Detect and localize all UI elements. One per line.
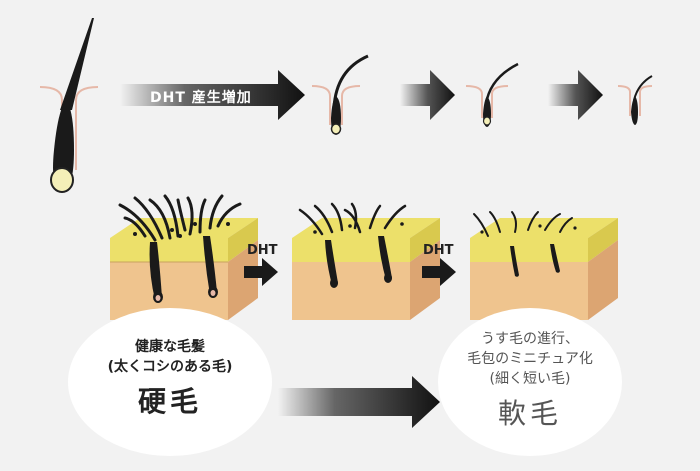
- right-bubble-line2: 毛包のミニチュア化: [467, 351, 593, 367]
- skin-block-thinning: [292, 202, 440, 320]
- top-arrow-2: [400, 70, 455, 120]
- right-bubble-line3: (細く短い毛): [489, 371, 571, 387]
- mid-arrow-2-label: DHT: [423, 243, 454, 258]
- right-bubble: [438, 308, 622, 456]
- follicle-stage-3: [465, 62, 519, 127]
- top-arrow-3: [548, 70, 603, 120]
- bottom-arrow: [278, 376, 440, 428]
- mid-arrow-2: [422, 258, 456, 286]
- left-bubble-title: 硬毛: [137, 385, 202, 418]
- follicle-stage-4: [617, 75, 653, 125]
- right-bubble-line1: うす毛の進行、: [481, 331, 579, 347]
- top-arrow-label: DHT 産生増加: [150, 90, 252, 106]
- left-bubble: [68, 308, 272, 456]
- follicle-stage-2: [311, 54, 369, 135]
- follicle-healthy: [39, 18, 99, 193]
- mid-arrow-1: [244, 258, 278, 286]
- skin-block-miniaturized: [470, 211, 618, 320]
- left-bubble-line2: (太くコシのある毛): [107, 359, 233, 375]
- right-bubble-title: 軟毛: [497, 397, 562, 430]
- top-arrow-1: [120, 70, 305, 120]
- left-bubble-line1: 健康な毛髪: [135, 339, 205, 355]
- mid-arrow-1-label: DHT: [247, 243, 278, 258]
- skin-block-healthy: [110, 194, 258, 320]
